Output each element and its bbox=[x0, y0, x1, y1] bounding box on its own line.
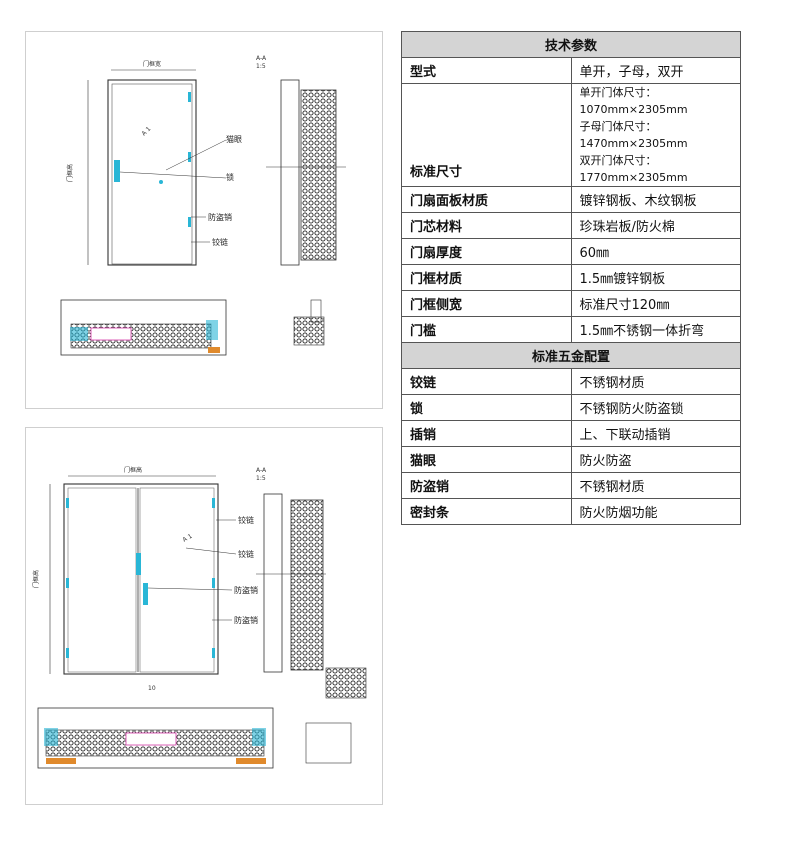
hw-key: 密封条 bbox=[401, 498, 572, 525]
peephole-icon bbox=[159, 180, 163, 184]
hw-key: 猫眼 bbox=[401, 446, 572, 473]
single-door-drawing: 门框宽 门框高 猫眼 锁 防盗销 铰链 A 1 A-A 1:5 bbox=[25, 31, 383, 409]
plan-section-outline bbox=[60, 299, 227, 356]
hw-value: 不锈钢材质 bbox=[570, 472, 741, 499]
angle-label: A 1 bbox=[182, 533, 194, 544]
double-door-svg: 门框高 门框高 铰链 铰链 防盗销 防盗销 A 1 10 A-A 1:5 bbox=[32, 466, 367, 769]
row-key: 门扇面板材质 bbox=[401, 186, 572, 213]
hw-key: 防盗销 bbox=[401, 472, 572, 499]
row-value: 1.5㎜镀锌钢板 bbox=[570, 264, 741, 291]
standard-size-value: 单开门体尺寸：1070mm×2305mm 子母门体尺寸：1470mm×2305m… bbox=[570, 83, 741, 187]
width-label: 门框宽 bbox=[143, 60, 161, 68]
row-key: 门框侧宽 bbox=[401, 290, 572, 317]
dim-10: 10 bbox=[148, 685, 156, 692]
door-leaf bbox=[111, 83, 193, 265]
callout-antitheft2: 防盗销 bbox=[234, 615, 258, 625]
section-mark: A-A bbox=[256, 55, 267, 62]
callout-antitheft: 防盗销 bbox=[208, 212, 232, 222]
row-key: 门芯材料 bbox=[401, 212, 572, 239]
height-label: 门框高 bbox=[66, 164, 74, 182]
hinge-icon bbox=[188, 152, 191, 162]
callout-hinge2: 铰链 bbox=[238, 549, 254, 559]
row-value: 珍珠岩板/防火棉 bbox=[570, 212, 741, 239]
hw-key: 铰链 bbox=[401, 368, 572, 395]
section-mark: A-A bbox=[256, 467, 267, 474]
callout-lock: 锁 bbox=[226, 172, 234, 182]
hinge-icon bbox=[188, 217, 191, 227]
single-door-svg: 门框宽 门框高 猫眼 锁 防盗销 铰链 A 1 A-A 1:5 bbox=[60, 55, 346, 356]
row-value: 镀锌钢板、木纹钢板 bbox=[570, 186, 741, 213]
row-value: 60㎜ bbox=[570, 238, 741, 265]
detail-section bbox=[293, 316, 325, 346]
frame-section bbox=[280, 79, 300, 266]
door-frame bbox=[107, 79, 197, 266]
std-line: 单开门体尺寸：1070mm×2305mm bbox=[579, 86, 688, 116]
row-key: 门框材质 bbox=[401, 264, 572, 291]
height-label: 门框高 bbox=[32, 570, 40, 588]
section-scale: 1:5 bbox=[256, 475, 266, 482]
standard-size-key: 标准尺寸 bbox=[401, 83, 572, 187]
hinge-icon bbox=[188, 92, 191, 102]
row-key: 型式 bbox=[401, 57, 572, 84]
hw-value: 不锈钢材质 bbox=[570, 368, 741, 395]
std-line: 子母门体尺寸：1470mm×2305mm bbox=[579, 120, 688, 150]
row-value: 标准尺寸120㎜ bbox=[570, 290, 741, 317]
tech-header: 技术参数 bbox=[401, 31, 741, 58]
double-door-drawing: 门框高 门框高 铰链 铰链 防盗销 防盗销 A 1 10 A-A 1:5 bbox=[25, 427, 383, 805]
width-label: 门框高 bbox=[124, 466, 142, 474]
hw-value: 不锈钢防火防盗锁 bbox=[570, 394, 741, 421]
angle-label: A 1 bbox=[140, 125, 152, 137]
row-value: 单开，子母，双开 bbox=[570, 57, 741, 84]
section-scale: 1:5 bbox=[256, 63, 266, 70]
hardware-header: 标准五金配置 bbox=[401, 342, 741, 369]
row-value: 1.5㎜不锈钢一体折弯 bbox=[570, 316, 741, 343]
row-key: 门扇厚度 bbox=[401, 238, 572, 265]
spec-table: 技术参数 型式 单开，子母，双开 标准尺寸 单开门体尺寸：1070mm×2305… bbox=[401, 31, 741, 525]
hw-key: 插销 bbox=[401, 420, 572, 447]
core-section bbox=[300, 89, 337, 261]
door-frame bbox=[63, 483, 219, 675]
std-line: 双开门体尺寸：1770mm×2305mm bbox=[579, 154, 688, 184]
callout-antitheft1: 防盗销 bbox=[234, 585, 258, 595]
callout-peephole: 猫眼 bbox=[226, 134, 242, 144]
hw-value: 防火防烟功能 bbox=[570, 498, 741, 525]
hw-value: 防火防盗 bbox=[570, 446, 741, 473]
hw-value: 上、下联动插销 bbox=[570, 420, 741, 447]
handle-icon bbox=[114, 160, 120, 182]
handle-icon bbox=[136, 553, 141, 575]
hw-key: 锁 bbox=[401, 394, 572, 421]
row-key: 门槛 bbox=[401, 316, 572, 343]
callout-hinge1: 铰链 bbox=[238, 515, 254, 525]
callout-hinge: 铰链 bbox=[212, 237, 228, 247]
